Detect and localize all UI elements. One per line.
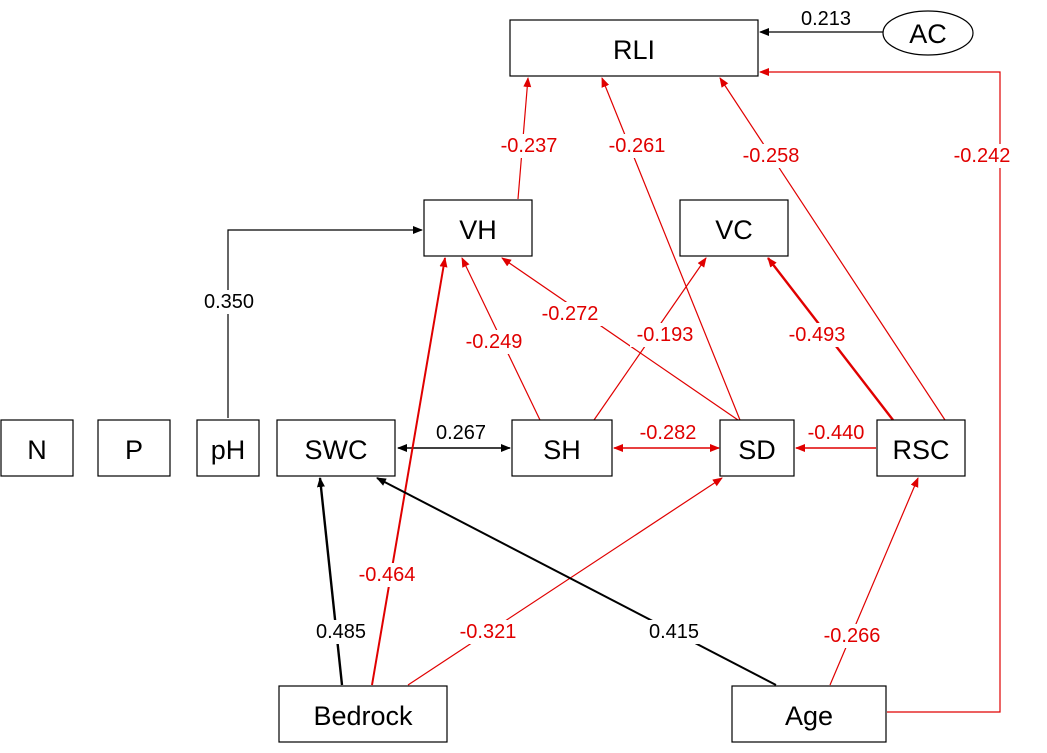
node-age: Age <box>731 685 887 743</box>
node-rli: RLI <box>509 19 759 77</box>
label-vh-rli: -0.237 <box>501 135 558 157</box>
label-age-swc: 0.415 <box>649 621 699 643</box>
node-sd: SD <box>719 419 795 477</box>
node-rsc: RSC <box>876 419 966 477</box>
node-n: N <box>0 419 74 477</box>
label-age-rli: -0.242 <box>954 145 1011 167</box>
node-age-label: Age <box>785 701 833 731</box>
label-sd-vh: -0.272 <box>542 303 599 325</box>
label-ac-rli: 0.213 <box>801 8 851 30</box>
node-bedrock: Bedrock <box>278 685 448 743</box>
node-ac-label: AC <box>909 19 947 49</box>
label-sh-vh: -0.249 <box>466 331 523 353</box>
label-ph-vh: 0.350 <box>204 291 254 313</box>
label-swc-sh: 0.267 <box>436 422 486 444</box>
edge-age-swc <box>376 477 777 686</box>
edge-bedrock-swc <box>316 477 344 686</box>
node-p: P <box>97 419 171 477</box>
node-swc-label: SWC <box>305 435 368 465</box>
edge-ph-vh <box>227 226 423 418</box>
label-rsc-vc: -0.493 <box>789 324 846 346</box>
edge-age-rsc <box>829 477 919 686</box>
node-sh: SH <box>511 419 613 477</box>
label-bedrock-swc: 0.485 <box>316 621 366 643</box>
edge-rsc-rli <box>719 77 946 421</box>
node-rli-label: RLI <box>613 35 655 65</box>
node-swc: SWC <box>276 419 396 477</box>
node-rsc-label: RSC <box>892 435 949 465</box>
node-vc: VC <box>679 199 789 257</box>
label-sh-vc: -0.193 <box>637 324 694 346</box>
label-sd-rli: -0.261 <box>609 135 666 157</box>
node-n-label: N <box>27 435 47 465</box>
edge-sd-vh <box>501 257 739 421</box>
label-rsc-sd: -0.440 <box>808 422 865 444</box>
node-sd-label: SD <box>738 435 776 465</box>
node-sh-label: SH <box>543 435 581 465</box>
node-ph: pH <box>196 419 260 477</box>
label-rsc-rli: -0.258 <box>743 145 800 167</box>
edge-bedrock-sd <box>407 477 723 686</box>
node-vh: VH <box>423 199 533 257</box>
node-ac: AC <box>882 10 974 56</box>
node-ph-label: pH <box>211 435 246 465</box>
label-bedrock-sd: -0.321 <box>460 621 517 643</box>
label-bedrock-vh: -0.464 <box>359 564 416 586</box>
label-age-rsc: -0.266 <box>824 625 881 647</box>
node-vc-label: VC <box>715 215 753 245</box>
node-p-label: P <box>125 435 143 465</box>
label-sh-sd: -0.282 <box>640 422 697 444</box>
edge-bedrock-vh <box>371 257 448 686</box>
edge-age-rli <box>759 68 1001 713</box>
node-vh-label: VH <box>459 215 497 245</box>
node-bedrock-label: Bedrock <box>313 701 413 731</box>
